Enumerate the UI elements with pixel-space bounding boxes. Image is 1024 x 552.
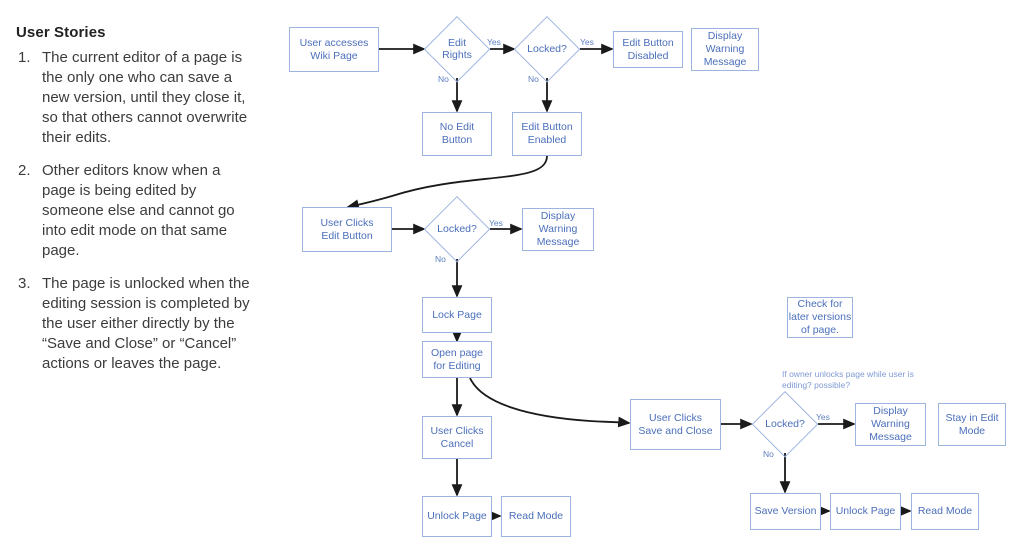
- node-unlock-page-1[interactable]: Unlock Page: [422, 496, 492, 537]
- node-label: Locked?: [765, 418, 805, 430]
- user-stories-panel: User Stories 1. The current editor of a …: [0, 0, 272, 552]
- node-unlock-page-2[interactable]: Unlock Page: [830, 493, 901, 530]
- node-lock-page[interactable]: Lock Page: [422, 297, 492, 333]
- edge-label-locked-1-no: No: [528, 74, 539, 84]
- node-user-accesses-wiki-page[interactable]: User accesses Wiki Page: [289, 27, 379, 72]
- node-open-page-for-editing[interactable]: Open page for Editing: [422, 341, 492, 378]
- node-user-clicks-save-and-close[interactable]: User Clicks Save and Close: [630, 399, 721, 450]
- list-item: 2. Other editors know when a page is bei…: [16, 161, 256, 261]
- list-item-number: 1.: [18, 49, 31, 66]
- node-display-warning-message-2[interactable]: Display Warning Message: [522, 208, 594, 251]
- node-label: Locked?: [527, 43, 567, 55]
- node-locked-decision-3[interactable]: Locked?: [752, 391, 818, 457]
- list-item: 1. The current editor of a page is the o…: [16, 48, 256, 148]
- edge-label-locked-1-yes: Yes: [580, 37, 594, 47]
- node-edit-button-disabled[interactable]: Edit Button Disabled: [613, 31, 683, 68]
- list-item-number: 3.: [18, 275, 31, 292]
- note-owner-unlocks: If owner unlocks page while user is edit…: [782, 369, 914, 390]
- node-no-edit-button[interactable]: No Edit Button: [422, 112, 492, 156]
- user-stories-list: 1. The current editor of a page is the o…: [16, 48, 256, 387]
- edge-label-edit-rights-yes: Yes: [487, 37, 501, 47]
- edge-label-locked-2-no: No: [435, 254, 446, 264]
- edge-label-edit-rights-no: No: [438, 74, 449, 84]
- list-item-text: Other editors know when a page is being …: [42, 162, 235, 259]
- list-item-number: 2.: [18, 162, 31, 179]
- node-stay-in-edit-mode[interactable]: Stay in Edit Mode: [938, 403, 1006, 446]
- node-check-later-versions[interactable]: Check for later versions of page.: [787, 297, 853, 338]
- node-display-warning-message-1[interactable]: Display Warning Message: [691, 28, 759, 71]
- node-locked-decision-1[interactable]: Locked?: [514, 16, 580, 82]
- node-user-clicks-edit-button[interactable]: User Clicks Edit Button: [302, 207, 392, 252]
- list-item: 3. The page is unlocked when the editing…: [16, 274, 256, 374]
- node-user-clicks-cancel[interactable]: User Clicks Cancel: [422, 416, 492, 459]
- edge-label-locked-3-no: No: [763, 449, 774, 459]
- list-item-text: The current editor of a page is the only…: [42, 49, 248, 146]
- node-display-warning-message-3[interactable]: Display Warning Message: [855, 403, 926, 446]
- node-label: Edit Rights: [442, 37, 472, 61]
- node-save-version[interactable]: Save Version: [750, 493, 821, 530]
- node-edit-rights-decision[interactable]: Edit Rights: [424, 16, 490, 82]
- node-read-mode-2[interactable]: Read Mode: [911, 493, 979, 530]
- list-item-text: The page is unlocked when the editing se…: [42, 275, 250, 372]
- node-label: Locked?: [437, 223, 477, 235]
- page-title: User Stories: [16, 24, 106, 41]
- node-read-mode-1[interactable]: Read Mode: [501, 496, 571, 537]
- node-locked-decision-2[interactable]: Locked?: [424, 196, 490, 262]
- edge-label-locked-2-yes: Yes: [489, 218, 503, 228]
- node-edit-button-enabled[interactable]: Edit Button Enabled: [512, 112, 582, 156]
- edge-label-locked-3-yes: Yes: [816, 412, 830, 422]
